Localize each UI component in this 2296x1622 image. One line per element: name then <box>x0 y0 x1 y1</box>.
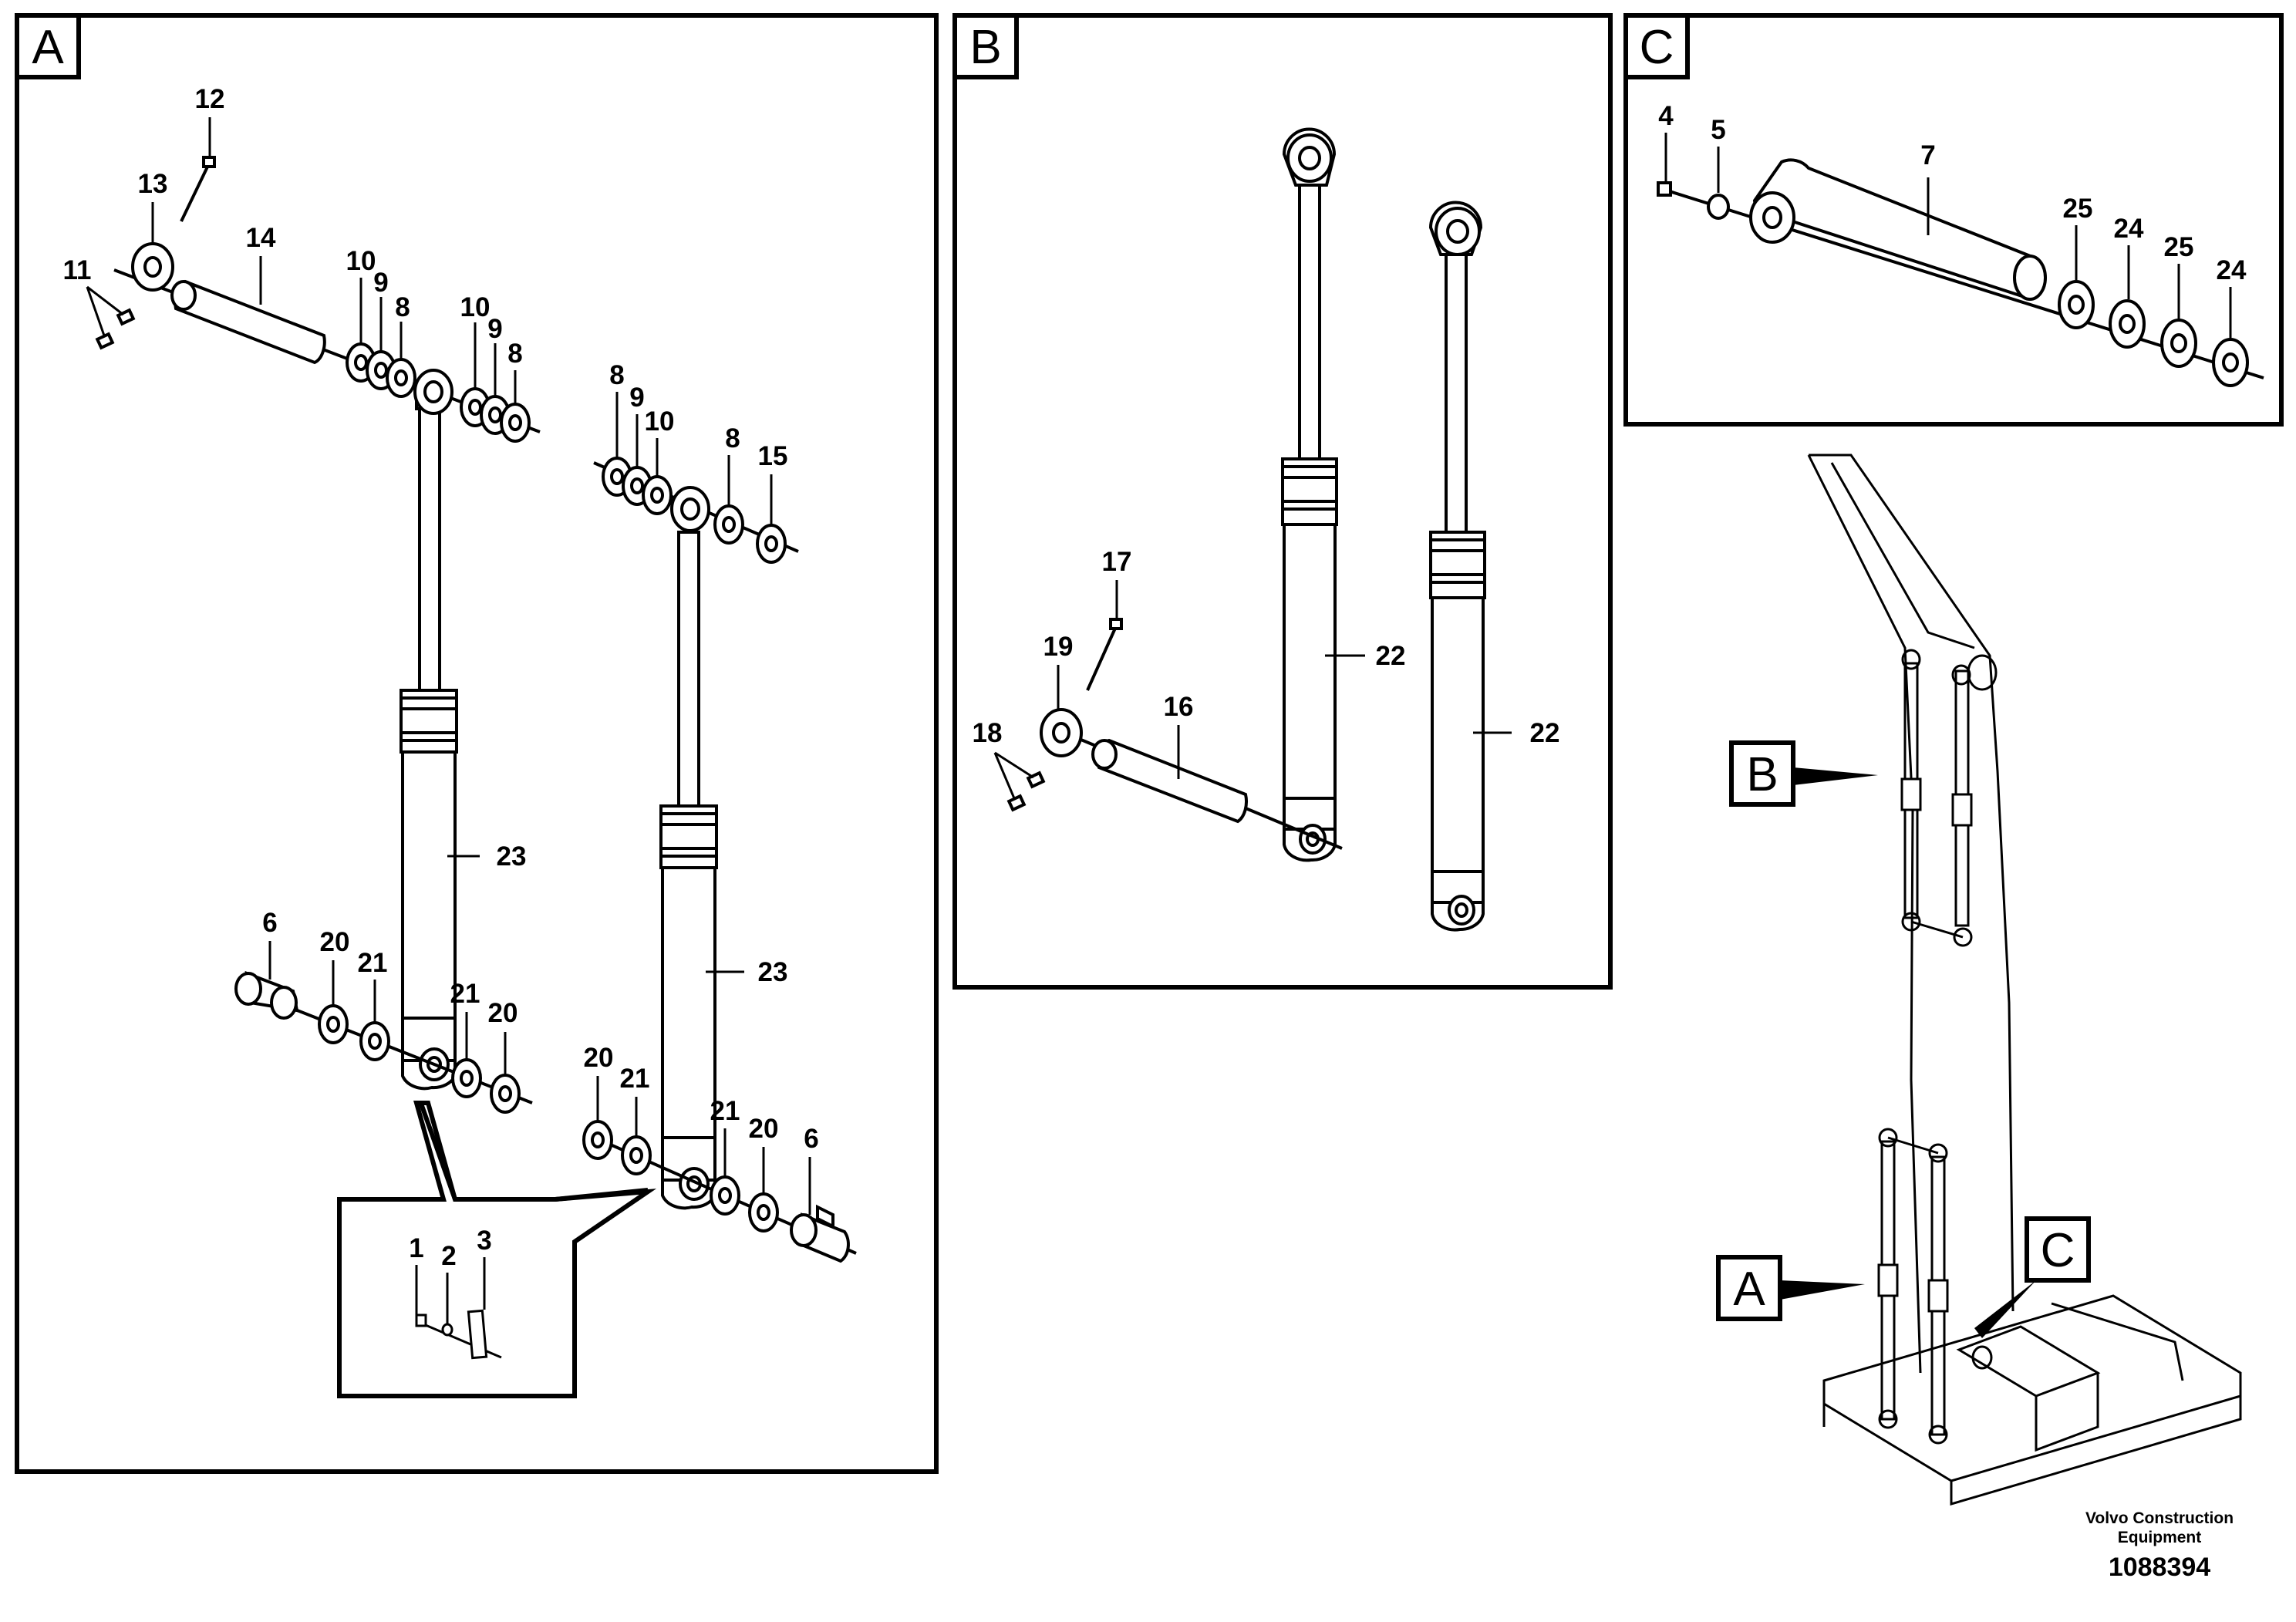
callout-10: 10 <box>346 246 376 276</box>
callout-9: 9 <box>487 314 502 344</box>
callout-11: 11 <box>63 255 92 285</box>
panel-b: B <box>952 13 1613 990</box>
detail-inset <box>337 1100 657 1398</box>
callout-8: 8 <box>609 360 624 390</box>
callout-9: 9 <box>373 268 388 298</box>
panel-b-label-box <box>952 13 1019 79</box>
callout-7: 7 <box>1920 140 1935 170</box>
footer: Volvo Construction Equipment 1088394 <box>2085 1509 2234 1582</box>
panel-a: A <box>15 13 939 1474</box>
callout-23: 23 <box>758 957 788 987</box>
bottom-pin-6-left <box>234 970 533 1114</box>
part-number: 1088394 <box>2109 1553 2210 1582</box>
panel-a-leaders <box>86 117 811 1324</box>
panel-b-callouts: 17 19 18 16 22 22 <box>973 547 1560 748</box>
callout-17: 17 <box>1102 547 1132 577</box>
callout-21: 21 <box>450 979 480 1009</box>
callout-20: 20 <box>488 998 518 1028</box>
panel-b-leaders <box>993 580 1512 799</box>
callout-20: 20 <box>584 1043 614 1073</box>
callout-8: 8 <box>507 339 522 369</box>
company-line2: Equipment <box>2118 1529 2202 1546</box>
callout-6: 6 <box>262 908 277 938</box>
callout-22: 22 <box>1376 641 1406 671</box>
callout-22: 22 <box>1530 718 1560 748</box>
callout-4: 4 <box>1658 101 1674 131</box>
callout-10: 10 <box>645 406 675 437</box>
callout-21: 21 <box>358 948 388 978</box>
callout-20: 20 <box>320 927 350 957</box>
callout-10: 10 <box>460 292 491 322</box>
callout-6: 6 <box>804 1124 818 1154</box>
callout-24: 24 <box>2114 214 2144 244</box>
overview-label-c-box <box>2025 1216 2091 1283</box>
pin-assembly-16 <box>1006 618 1343 850</box>
callout-23: 23 <box>497 841 527 872</box>
cylinder-23-left <box>400 369 458 1091</box>
panel-c-label-box <box>1623 13 1690 79</box>
overview-label-c: C <box>2041 1224 2075 1277</box>
callout-20: 20 <box>749 1114 779 1144</box>
callout-15: 15 <box>758 441 788 471</box>
cylinder-22-right <box>1428 201 1486 932</box>
callout-16: 16 <box>1164 692 1194 722</box>
panel-c-label: C <box>1640 21 1674 74</box>
callout-19: 19 <box>1043 632 1074 662</box>
overview-label-a: A <box>1733 1263 1765 1316</box>
callout-2: 2 <box>441 1241 456 1271</box>
bottom-pin-6-right <box>582 1120 857 1263</box>
callout-12: 12 <box>195 84 225 114</box>
callout-21: 21 <box>620 1064 650 1094</box>
callout-8: 8 <box>725 423 740 454</box>
callout-13: 13 <box>138 169 168 199</box>
callout-3: 3 <box>477 1226 491 1256</box>
cylinder-23-right <box>659 486 718 1210</box>
cylinder-22-left <box>1281 127 1338 862</box>
pin-assembly-7 <box>1657 158 2264 387</box>
company-line1: Volvo Construction <box>2085 1509 2234 1527</box>
callout-14: 14 <box>246 223 276 253</box>
callout-25: 25 <box>2164 232 2194 262</box>
callout-24: 24 <box>2217 255 2247 285</box>
callout-18: 18 <box>973 718 1003 748</box>
panel-c: C 4 5 7 25 24 <box>1623 13 2284 427</box>
panel-a-callouts: 12 13 14 11 10 9 8 10 9 8 8 9 10 8 15 23… <box>63 84 819 1271</box>
callout-1: 1 <box>409 1233 423 1263</box>
panel-c-callouts: 4 5 7 25 24 25 24 <box>1658 101 2247 285</box>
overview-labels: B A C <box>1716 740 2091 1338</box>
callout-21: 21 <box>710 1096 740 1126</box>
panel-b-label: B <box>969 21 1001 74</box>
panel-c-leaders <box>1664 133 2232 338</box>
arrow-b <box>1793 767 1878 785</box>
arrow-c <box>1974 1280 2036 1338</box>
callout-25: 25 <box>2063 194 2093 224</box>
arrow-a <box>1780 1280 1865 1300</box>
overview-label-b: B <box>1746 748 1778 801</box>
panel-a-label: A <box>32 21 64 74</box>
overview-label-a-box <box>1716 1255 1782 1321</box>
callout-9: 9 <box>629 383 644 413</box>
overview-illustration <box>1807 454 2242 1506</box>
callout-8: 8 <box>395 292 410 322</box>
callout-5: 5 <box>1711 115 1725 145</box>
panel-a-label-box <box>15 13 81 79</box>
